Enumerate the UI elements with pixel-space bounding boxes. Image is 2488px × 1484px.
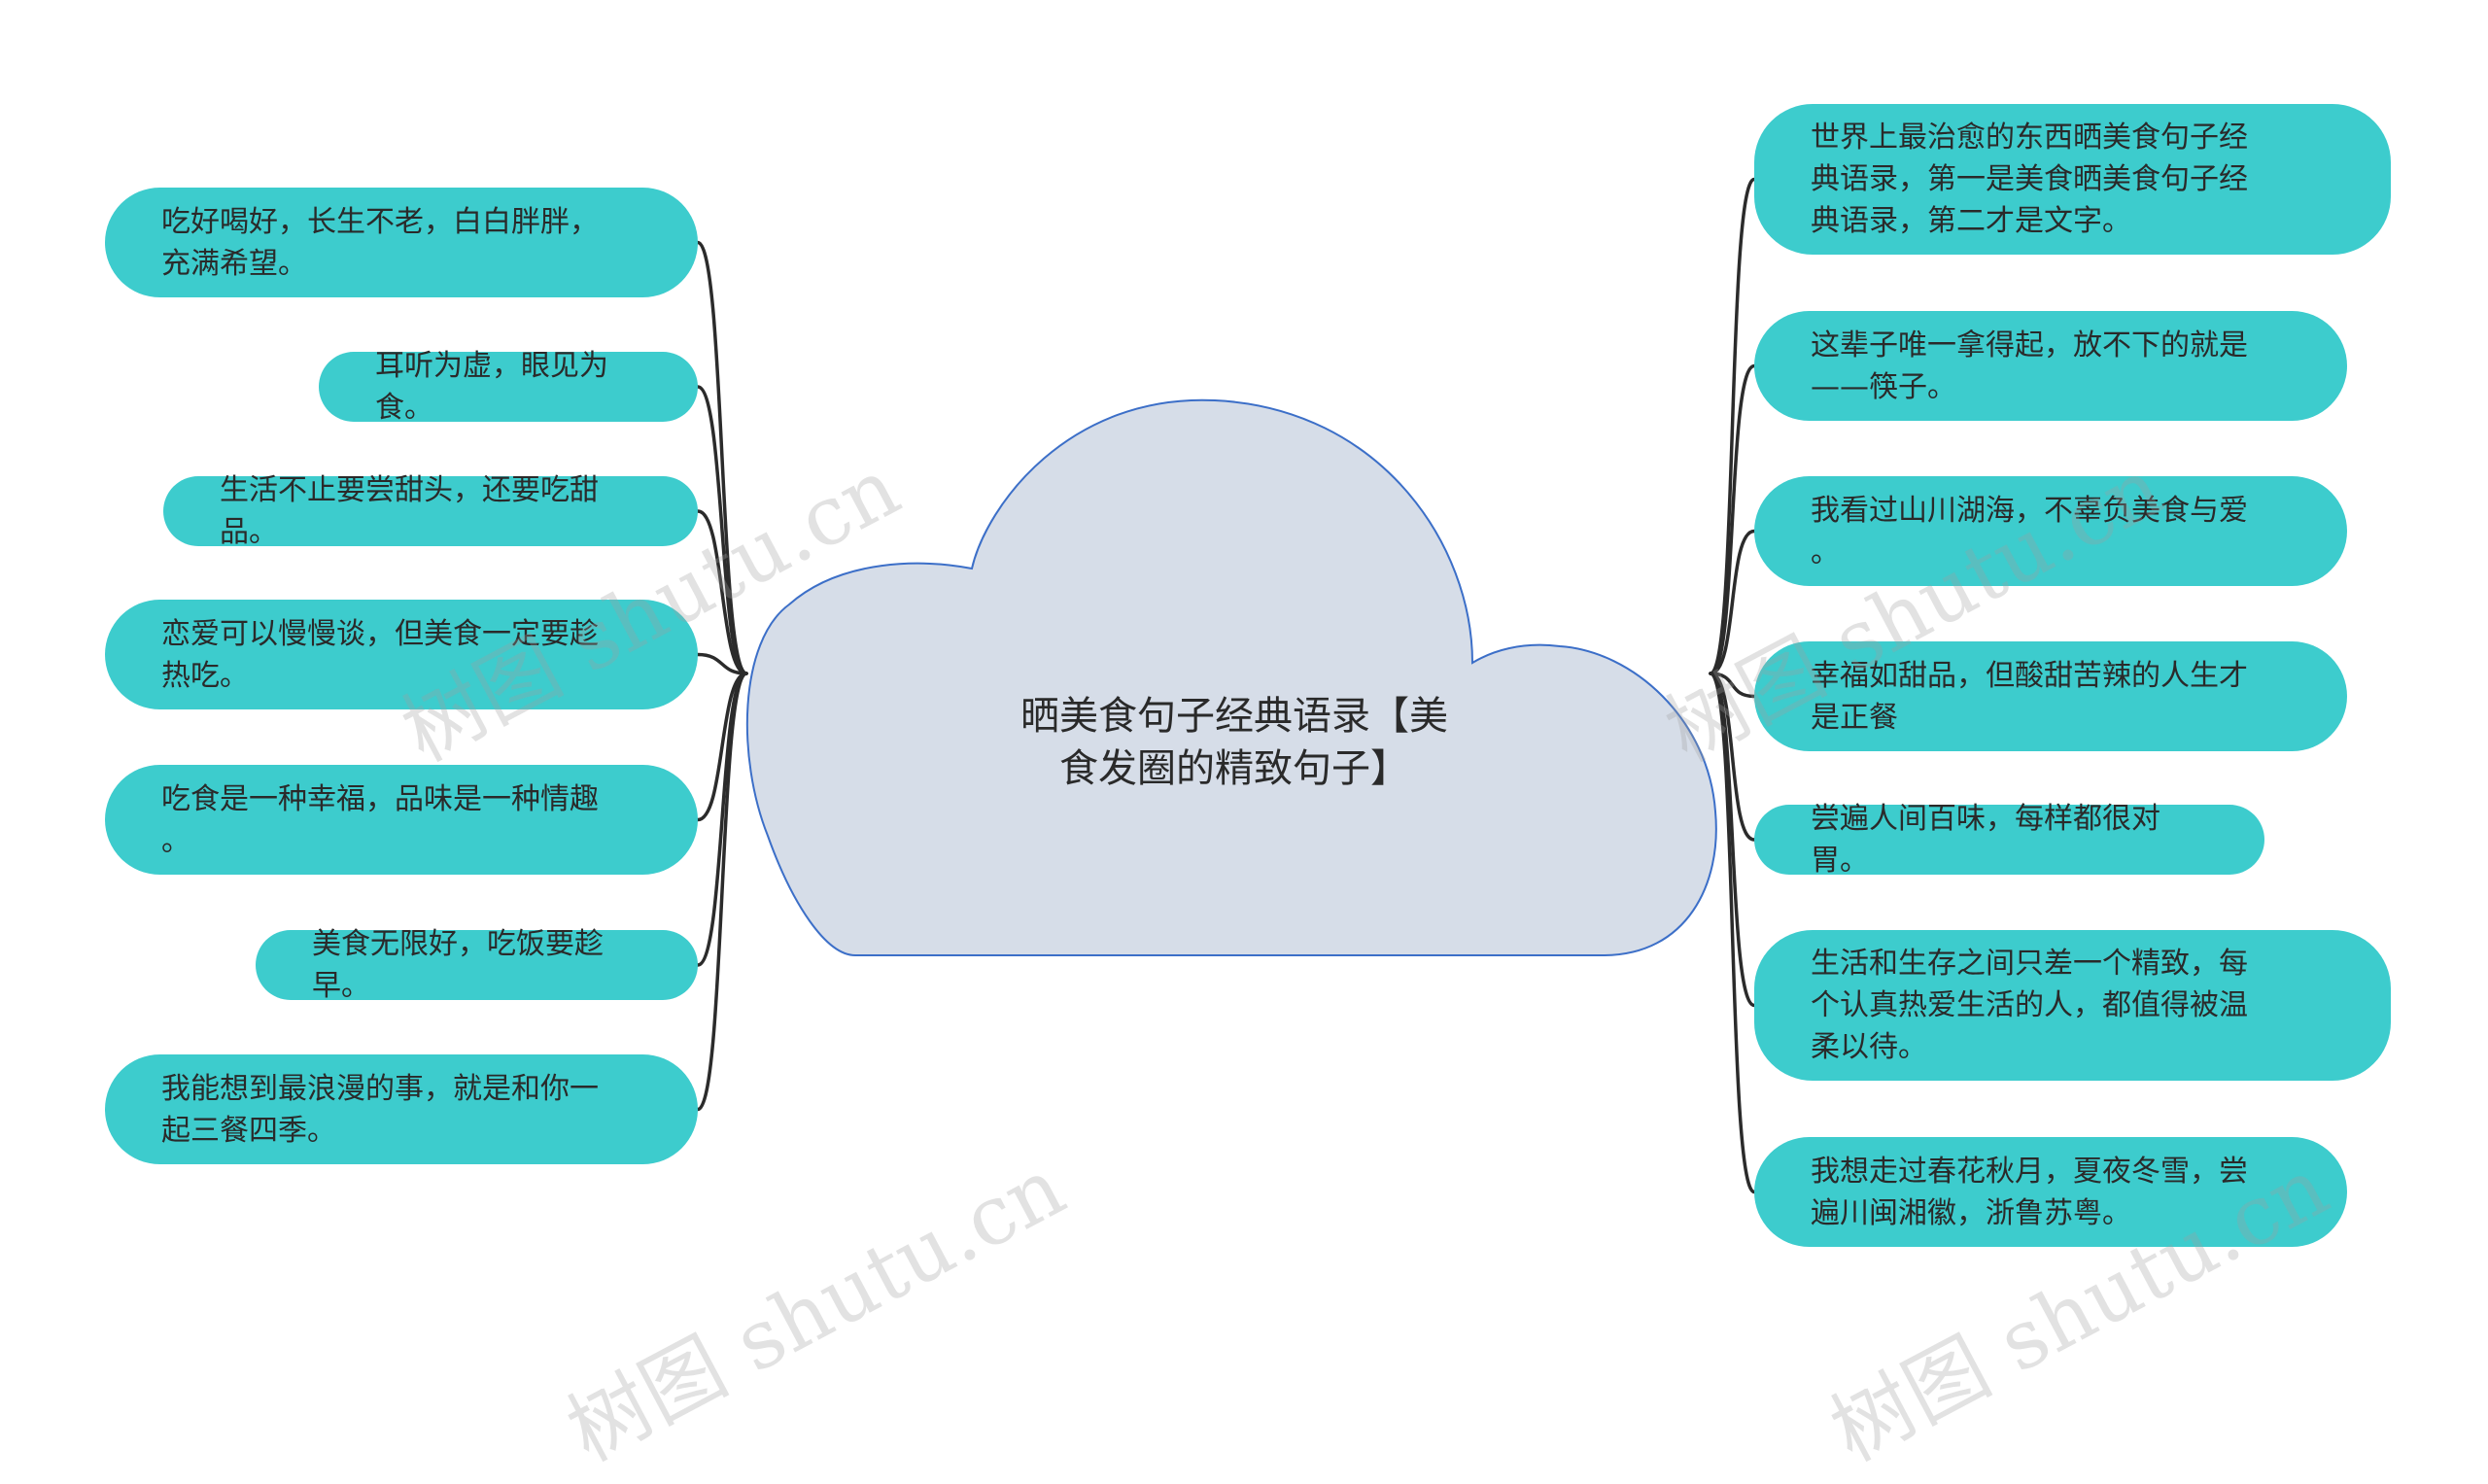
right-topic-6-text: 生活和生存之间只差一个精致，每 个认真热爱生活的人，都值得被温 柔以待。 bbox=[1811, 947, 2248, 1064]
right-topic-1-text: 世界上最治愈的东西晒美食句子经 典语录，第一是美食晒美食句子经 典语录，第二才是… bbox=[1811, 121, 2248, 238]
right-topic-7[interactable]: 我想走过春花秋月，夏夜冬雪，尝 遍川闽湘徽，浙鲁苏粤。 bbox=[1754, 1137, 2347, 1247]
left-topic-6-text: 美食无限好，吃饭要趁早。 bbox=[312, 927, 604, 1003]
left-topic-7-text: 我能想到最浪漫的事，就是和你一 起三餐四季。 bbox=[161, 1071, 599, 1148]
right-connector-1 bbox=[1709, 177, 1756, 675]
right-connector-5 bbox=[1709, 672, 1756, 842]
left-topic-2[interactable]: 耳听为虚，眼见为食。 bbox=[319, 349, 698, 425]
connector-lines bbox=[696, 177, 1756, 1194]
right-connector-7 bbox=[1709, 672, 1756, 1194]
right-topic-3[interactable]: 我看过山川湖海，不辜负美食与爱 。 bbox=[1754, 476, 2347, 586]
left-topic-1[interactable]: 吃好喝好，长生不老，白白胖胖， 充满希望。 bbox=[105, 188, 698, 297]
left-topic-4-text: 恋爱可以慢慢谈，但美食一定要趁 热吃。 bbox=[161, 616, 599, 693]
left-connector-3 bbox=[696, 509, 748, 675]
right-connector-4 bbox=[1709, 672, 1756, 699]
central-cloud-shape bbox=[745, 398, 1717, 956]
right-connector-2 bbox=[1709, 363, 1756, 675]
left-connector-4 bbox=[696, 652, 748, 675]
right-topic-3-text: 我看过山川湖海，不辜负美食与爱 。 bbox=[1811, 493, 2248, 569]
right-connector-3 bbox=[1709, 529, 1756, 675]
right-topic-2[interactable]: 这辈子唯一拿得起，放不下的就是 ——筷子。 bbox=[1754, 311, 2347, 421]
right-topic-6[interactable]: 生活和生存之间只差一个精致，每 个认真热爱生活的人，都值得被温 柔以待。 bbox=[1754, 930, 2391, 1081]
right-topic-5[interactable]: 尝遍人间百味，每样都很对胃。 bbox=[1754, 802, 2264, 878]
right-topic-1[interactable]: 世界上最治愈的东西晒美食句子经 典语录，第一是美食晒美食句子经 典语录，第二才是… bbox=[1754, 104, 2391, 255]
left-topic-2-text: 耳听为虚，眼见为食。 bbox=[375, 349, 608, 425]
left-connector-1 bbox=[696, 240, 748, 675]
left-topic-7[interactable]: 我能想到最浪漫的事，就是和你一 起三餐四季。 bbox=[105, 1054, 698, 1164]
left-topic-1-text: 吃好喝好，长生不老，白白胖胖， 充满希望。 bbox=[161, 204, 599, 281]
left-topic-6[interactable]: 美食无限好，吃饭要趁早。 bbox=[256, 927, 698, 1003]
right-topic-4[interactable]: 幸福如甜品，但酸甜苦辣的人生才 是正餐 bbox=[1754, 641, 2347, 751]
left-connector-2 bbox=[696, 385, 748, 675]
right-topic-7-text: 我想走过春花秋月，夏夜冬雪，尝 遍川闽湘徽，浙鲁苏粤。 bbox=[1811, 1154, 2248, 1230]
left-topic-3-text: 生活不止要尝甜头，还要吃甜品。 bbox=[220, 473, 599, 549]
left-connector-5 bbox=[696, 672, 748, 822]
left-topic-3[interactable]: 生活不止要尝甜头，还要吃甜品。 bbox=[163, 473, 698, 549]
right-topic-5-text: 尝遍人间百味，每样都很对胃。 bbox=[1811, 802, 2160, 878]
right-topic-2-text: 这辈子唯一拿得起，放不下的就是 ——筷子。 bbox=[1811, 328, 2248, 404]
left-topic-5[interactable]: 吃食是一种幸福，品味是一种情趣 。 bbox=[105, 765, 698, 875]
right-topic-4-text: 幸福如甜品，但酸甜苦辣的人生才 是正餐 bbox=[1811, 658, 2248, 735]
left-topic-5-text: 吃食是一种幸福，品味是一种情趣 。 bbox=[161, 781, 599, 858]
central-topic: 晒美食句子经典语录【美 食发圈的精致句子】 bbox=[1020, 694, 1448, 791]
left-topic-4[interactable]: 恋爱可以慢慢谈，但美食一定要趁 热吃。 bbox=[105, 600, 698, 709]
left-connector-7 bbox=[696, 672, 748, 1112]
